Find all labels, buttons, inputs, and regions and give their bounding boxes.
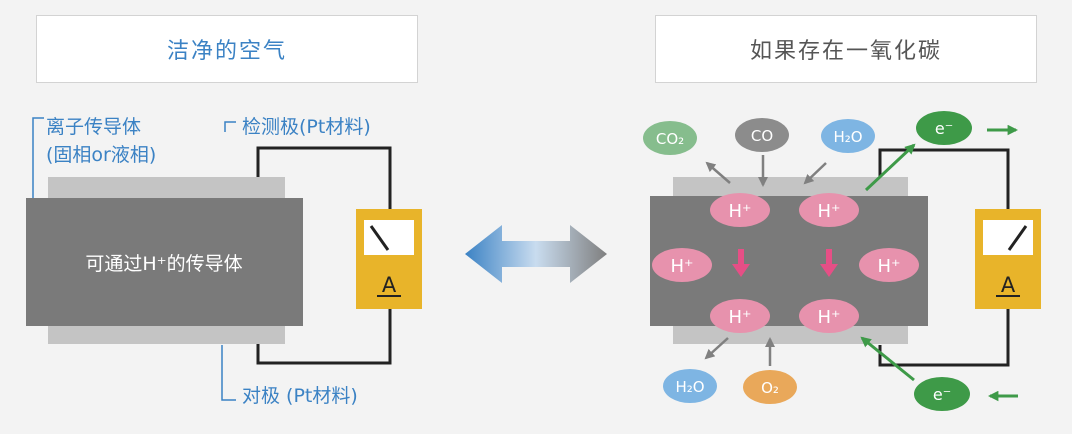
- proton: [799, 299, 859, 333]
- co2-label: CO₂: [656, 130, 684, 148]
- proton: [710, 193, 770, 227]
- left-panel: 离子传导体 (固相or液相) 检测极(Pt材料) 对极 (Pt材料) 可通过H⁺…: [26, 116, 422, 407]
- proton-label: H⁺: [817, 201, 840, 222]
- co2-molecule: [643, 121, 697, 155]
- o2-label: O₂: [761, 379, 779, 397]
- proton-label: H⁺: [728, 201, 751, 222]
- conductor-body-text: 可通过H⁺的传导体: [85, 253, 242, 275]
- electron-arrow-icon: [860, 124, 1019, 402]
- proton: [799, 193, 859, 227]
- proton: [859, 248, 919, 282]
- proton-label: H⁺: [817, 307, 840, 328]
- right-circuit-wire: [878, 148, 1010, 367]
- counter-electrode-leader: [221, 345, 236, 401]
- down-arrow-icon: [732, 249, 838, 277]
- electron-top: [916, 111, 972, 145]
- ammeter-icon: [356, 209, 422, 309]
- h2o-bottom-molecule: [663, 369, 717, 403]
- ion-conductor-phase-label: (固相or液相): [46, 144, 156, 166]
- ion-conductor-body: [26, 198, 303, 326]
- double-arrow-icon: [465, 225, 607, 283]
- proton-group: H⁺ H⁺ H⁺ H⁺ H⁺ H⁺: [652, 193, 919, 333]
- counter-electrode: [48, 324, 285, 344]
- electron-bottom: [914, 377, 970, 411]
- electron-bottom-label: e⁻: [933, 385, 951, 404]
- proton-label: H⁺: [728, 307, 751, 328]
- right-counter-electrode: [673, 324, 908, 344]
- ion-conductor-label: 离子传导体: [46, 116, 141, 138]
- detection-electrode-label: 检测极(Pt材料): [242, 116, 371, 138]
- right-detection-electrode: [673, 177, 908, 199]
- gas-flow-arrows: [704, 155, 827, 366]
- electron-top-label: e⁻: [935, 119, 953, 138]
- h2o-top-label: H₂O: [833, 128, 862, 146]
- proton: [710, 299, 770, 333]
- right-meter-label: A: [1001, 273, 1016, 297]
- proton-label: H⁺: [670, 256, 693, 277]
- counter-electrode-label: 对极 (Pt材料): [242, 385, 358, 407]
- co-label: CO: [751, 127, 773, 145]
- ion-conductor-leader: [32, 117, 44, 198]
- right-ammeter-icon: [975, 209, 1041, 309]
- carbon-monoxide-title: 如果存在一氧化碳: [655, 15, 1037, 83]
- right-panel: A CO₂ CO H₂O H₂O O₂: [643, 111, 1041, 411]
- o2-molecule: [743, 370, 797, 404]
- h2o-top-molecule: [821, 119, 875, 153]
- left-circuit-wire: [256, 146, 392, 365]
- left-meter-label: A: [382, 273, 397, 297]
- clean-air-title: 洁净的空气: [36, 15, 418, 83]
- proton-label: H⁺: [877, 256, 900, 277]
- h2o-bottom-label: H₂O: [675, 378, 704, 396]
- detection-electrode: [48, 177, 285, 199]
- co-molecule: [735, 118, 789, 152]
- proton: [652, 248, 712, 282]
- detection-electrode-leader: [224, 121, 236, 132]
